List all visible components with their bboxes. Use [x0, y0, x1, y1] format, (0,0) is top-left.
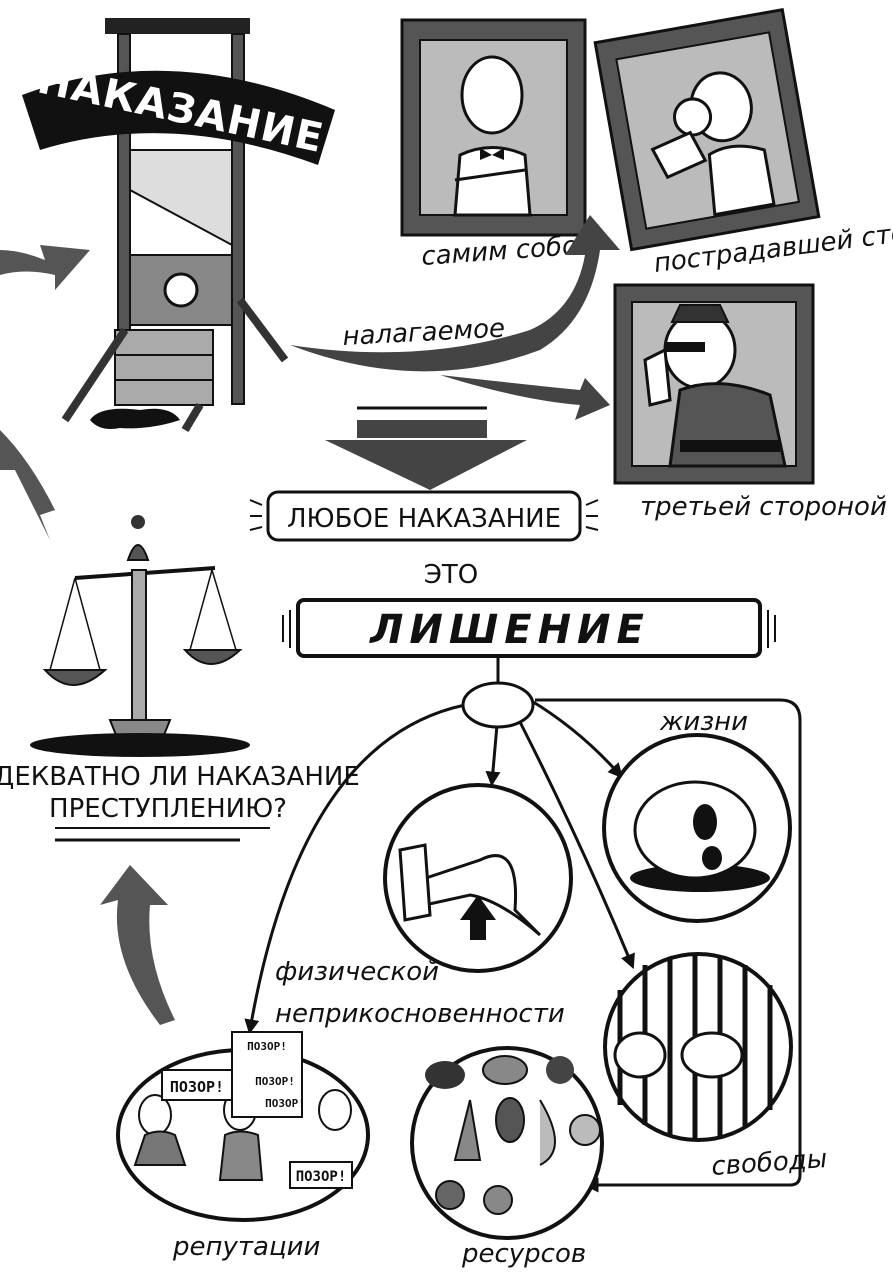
portrait-self — [400, 18, 587, 237]
hub-connectors — [244, 656, 802, 1193]
portrait-victim — [593, 8, 821, 252]
statement-box-2: ЛИШЕНИЕ — [282, 598, 776, 658]
deprivation-physical-label-2: неприкосновенности — [275, 999, 565, 1029]
hub-node — [461, 681, 535, 729]
question-line1: АДЕКВАТНО ЛИ НАКАЗАНИЕ — [0, 762, 360, 792]
circle-life — [602, 733, 792, 923]
deprivation-life-label: жизни — [659, 707, 748, 737]
protest-sign-3: ПОЗОР! — [296, 1169, 347, 1185]
circle-resources — [410, 1046, 604, 1240]
deprivation-resources-label: ресурсов — [461, 1239, 586, 1269]
circle-reputation: ПОЗОР! ПОЗОР! ПОЗОР! ПОЗОР! ПОЗОР! — [116, 1031, 370, 1222]
down-arrow — [325, 406, 527, 490]
deprivation-physical-label-1: физической — [275, 957, 439, 987]
circle-physical — [383, 783, 573, 973]
protest-sign-2-line2: ПОЗОР! — [255, 1075, 295, 1088]
portrait-third-party — [613, 283, 815, 485]
circle-freedom — [603, 952, 793, 1142]
deprivation-freedom-label: свободы — [710, 1144, 828, 1182]
scales-illustration — [30, 515, 250, 757]
statement-part1: ЛЮБОЕ НАКАЗАНИЕ — [287, 504, 561, 534]
statement-part3: ЛИШЕНИЕ — [369, 607, 650, 653]
protest-sign-2-line3: ПОЗОР! — [265, 1097, 305, 1110]
protest-sign-1: ПОЗОР! — [170, 1078, 224, 1096]
question-line2: ПРЕСТУПЛЕНИЮ? — [49, 794, 287, 824]
statement-box-1: ЛЮБОЕ НАКАЗАНИЕ — [249, 490, 599, 542]
punishment-banner: НАКАЗАНИЕ — [22, 57, 335, 165]
return-arrow — [100, 865, 175, 1025]
statement-part2: ЭТО — [424, 560, 479, 590]
deprivation-reputation-label: репутации — [172, 1232, 320, 1262]
imposed-arrows — [0, 215, 620, 540]
imposer-third-party-label: третьей стороной — [640, 492, 887, 522]
protest-sign-2-line1: ПОЗОР! — [247, 1040, 287, 1053]
